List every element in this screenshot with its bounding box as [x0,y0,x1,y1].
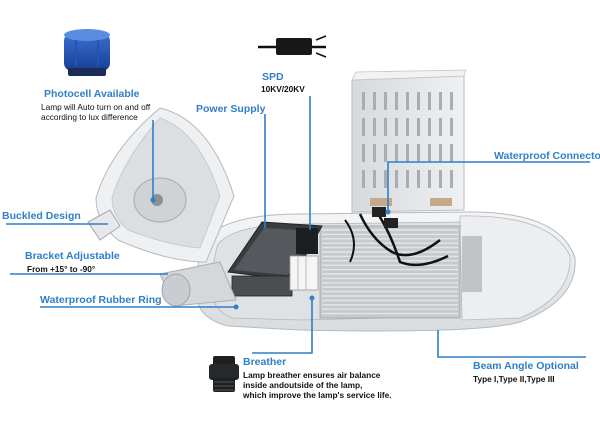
breather-desc-line-1: Lamp breather ensures air balance [243,370,381,380]
lid-vent-slot [417,170,420,188]
lid-vent-slot [439,92,442,110]
lid-vent-slot [406,118,409,136]
waterproof-connector-leader [387,161,590,212]
lid-vent-slot [450,170,453,188]
spd-desc: 10KV/20KV [261,84,305,94]
lid-vent-slot [417,118,420,136]
breather-desc-line-2: inside andoutside of the lamp, [243,380,363,390]
lid-vent-slot [406,144,409,162]
lid-vent-slot [439,170,442,188]
lid-vent-slot [362,118,365,136]
lid-vent-slot [373,144,376,162]
bracket-desc: From +15° to -90° [27,264,96,274]
beam-angle-leader [437,330,586,358]
front-cover [87,107,237,307]
lid-vent-slot [362,92,365,110]
lid-vent-slot [384,144,387,162]
lid-vent-slot [395,92,398,110]
lid-vent-slot [362,144,365,162]
breather-valve-icon [209,356,239,392]
lid-vent-slot [373,170,376,188]
spd-title: SPD [262,71,284,83]
beam-angle-title: Beam Angle Optional [473,360,579,372]
open-lid [351,69,467,213]
lid-vent-slot [428,144,431,162]
lid-vent-slot [406,92,409,110]
lid-vent-slot [384,118,387,136]
lid-vent-slot [373,92,376,110]
bracket-title: Bracket Adjustable [25,250,120,262]
lid-vent-slot [450,118,453,136]
lid-vent-slot [395,144,398,162]
lid-vent-slot [439,118,442,136]
lid-vent-slot [417,144,420,162]
rubber-ring-title: Waterproof Rubber Ring [40,294,162,306]
lid-vent-slot [384,170,387,188]
buckled-design-title: Buckled Design [2,210,81,222]
lid-vent-slot [450,92,453,110]
lid-vent-slot [395,170,398,188]
photocell-desc-line-1: Lamp will Auto turn on and off [41,102,151,112]
lid-vent-slot [417,92,420,110]
lid-vent-slot [450,144,453,162]
lid-vent-slot [362,170,365,188]
power-supply-title: Power Supply [196,103,266,115]
callout-lines [6,96,590,358]
beam-angle-desc: Type I,Type II,Type III [473,374,555,384]
photocell-title: Photocell Available [44,88,140,100]
waterproof-connector-title: Waterproof Connector [494,150,600,162]
breather-leader [252,298,313,354]
lid-vent-slot [428,170,431,188]
lid-vent-slot [406,170,409,188]
lamp-housing [195,207,576,332]
photocell-desc-line-2: according to lux difference [41,112,138,122]
lid-vent-slot [428,92,431,110]
breather-desc-line-3: which improve the lamp's service life. [243,390,392,400]
lid-vent-slot [373,118,376,136]
lid-vent-slot [428,118,431,136]
breather-title: Breather [243,356,287,368]
lid-vent-slot [384,92,387,110]
lid-vent-slot [439,144,442,162]
spd-module-icon [258,35,327,58]
photocell-icon [64,29,110,76]
lid-vent-slot [395,118,398,136]
